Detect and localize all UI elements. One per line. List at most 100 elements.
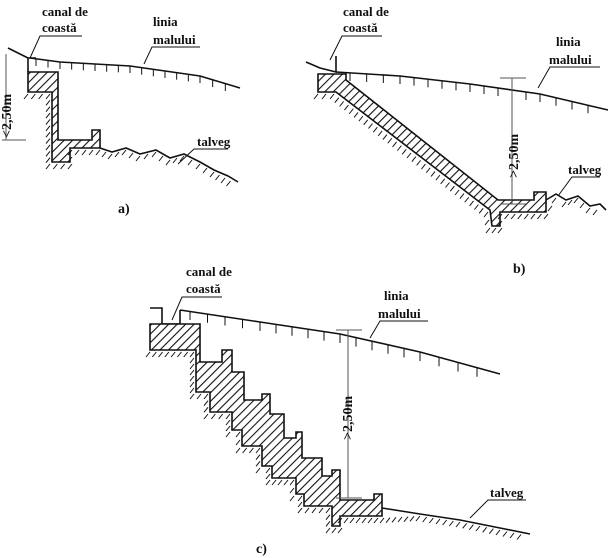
soil-stroke [311, 507, 317, 514]
soil-stroke [455, 521, 461, 528]
soil-stroke [483, 211, 489, 218]
soil-stroke [101, 151, 107, 158]
soil-stroke [313, 93, 319, 100]
thalweg-leader-a [177, 148, 228, 165]
soil-stroke [495, 529, 501, 536]
soil-stroke [415, 515, 421, 522]
bank-label-b-line1: linia [556, 34, 581, 49]
soil-stroke [45, 157, 51, 163]
canal-label-c-line1: canal de [186, 264, 232, 279]
soil-stroke [135, 155, 141, 162]
height-label-c: >2,50m [341, 396, 356, 440]
thalweg-label-a: talveg [197, 134, 231, 149]
figure-c: >2,50m canal de coastă linia malului tal… [145, 264, 531, 557]
soil-stroke [304, 507, 310, 514]
bank-label-b-line2: malului [549, 52, 592, 67]
soil-stroke [67, 156, 73, 163]
soil-stroke [454, 189, 460, 196]
soil-stroke [189, 381, 195, 388]
bank-ground-ticks-a [35, 59, 226, 91]
soil-stroke [265, 473, 271, 480]
soil-stroke [30, 93, 36, 100]
soil-stroke [23, 93, 29, 100]
soil-stroke [325, 507, 331, 514]
soil-stroke [283, 479, 289, 486]
soil-stroke [297, 501, 303, 508]
soil-stroke [337, 517, 343, 524]
caption-b: b) [513, 262, 526, 277]
soil-stroke [448, 520, 454, 527]
canal-leader-a [29, 35, 82, 59]
soil-stroke [421, 163, 426, 170]
soil-stroke [561, 201, 567, 208]
height-label-b: >2,50m [507, 134, 522, 178]
soil-stroke [45, 138, 51, 144]
canal-top-c [150, 307, 181, 325]
soil-hatching-b [313, 93, 598, 234]
soil-stroke [464, 196, 470, 203]
soil-stroke [411, 156, 417, 162]
soil-stroke [331, 527, 337, 534]
soil-stroke [210, 413, 216, 420]
soil-stroke [358, 115, 364, 122]
soil-stroke [203, 413, 209, 420]
soil-stroke [385, 517, 391, 523]
soil-stroke [189, 393, 195, 400]
soil-stroke [235, 431, 241, 438]
soil-stroke [289, 487, 295, 494]
soil-stroke [579, 202, 585, 209]
soil-stroke [482, 527, 488, 533]
soil-stroke [396, 145, 402, 151]
soil-stroke [196, 393, 202, 400]
chute-structure-b [317, 73, 547, 227]
soil-stroke [573, 197, 579, 204]
bank-label-c-line1: linia [384, 288, 409, 303]
soil-stroke [179, 155, 185, 162]
soil-stroke [248, 447, 254, 454]
soil-stroke [391, 517, 397, 523]
soil-stroke [203, 393, 209, 400]
soil-stroke [425, 167, 431, 174]
soil-stroke [218, 413, 224, 420]
soil-stroke [265, 479, 271, 486]
soil-stroke [114, 151, 120, 158]
soil-stroke [337, 527, 343, 534]
bank-label-a-line2: malului [153, 32, 196, 47]
bank-leader-c [369, 320, 428, 339]
soil-stroke [265, 467, 271, 474]
bank-ground-ticks-c [189, 311, 478, 377]
canal-leader-b [329, 35, 382, 61]
soil-stroke [170, 351, 176, 358]
soil-hatching-a [23, 93, 231, 187]
soil-stroke [567, 199, 573, 206]
soil-stroke [107, 153, 113, 160]
soil-stroke [225, 413, 231, 420]
thalweg-label-c: talveg [490, 485, 524, 500]
soil-stroke [440, 178, 446, 185]
bank-ground-ticks-b [349, 73, 589, 114]
soil-stroke [202, 167, 208, 174]
soil-stroke [235, 447, 241, 454]
soil-stroke [367, 517, 373, 524]
soil-stroke [435, 518, 441, 525]
soil-stroke [172, 157, 178, 164]
bank-line-c [179, 309, 501, 375]
soil-stroke [143, 153, 149, 160]
soil-stroke [382, 134, 388, 140]
soil-stroke [397, 516, 403, 523]
soil-stroke [502, 531, 508, 537]
soil-stroke [45, 100, 51, 106]
soil-stroke [177, 351, 182, 358]
soil-stroke [235, 439, 241, 446]
thalweg-label-b: talveg [568, 162, 602, 177]
soil-stroke [225, 431, 231, 438]
soil-stroke [547, 205, 553, 212]
soil-stroke [255, 461, 261, 467]
soil-stroke [329, 93, 335, 100]
soil-stroke [88, 149, 94, 156]
soil-stroke [361, 517, 367, 524]
soil-stroke [128, 152, 134, 159]
soil-stroke [551, 197, 557, 204]
soil-stroke [497, 227, 503, 234]
soil-stroke [158, 155, 164, 162]
